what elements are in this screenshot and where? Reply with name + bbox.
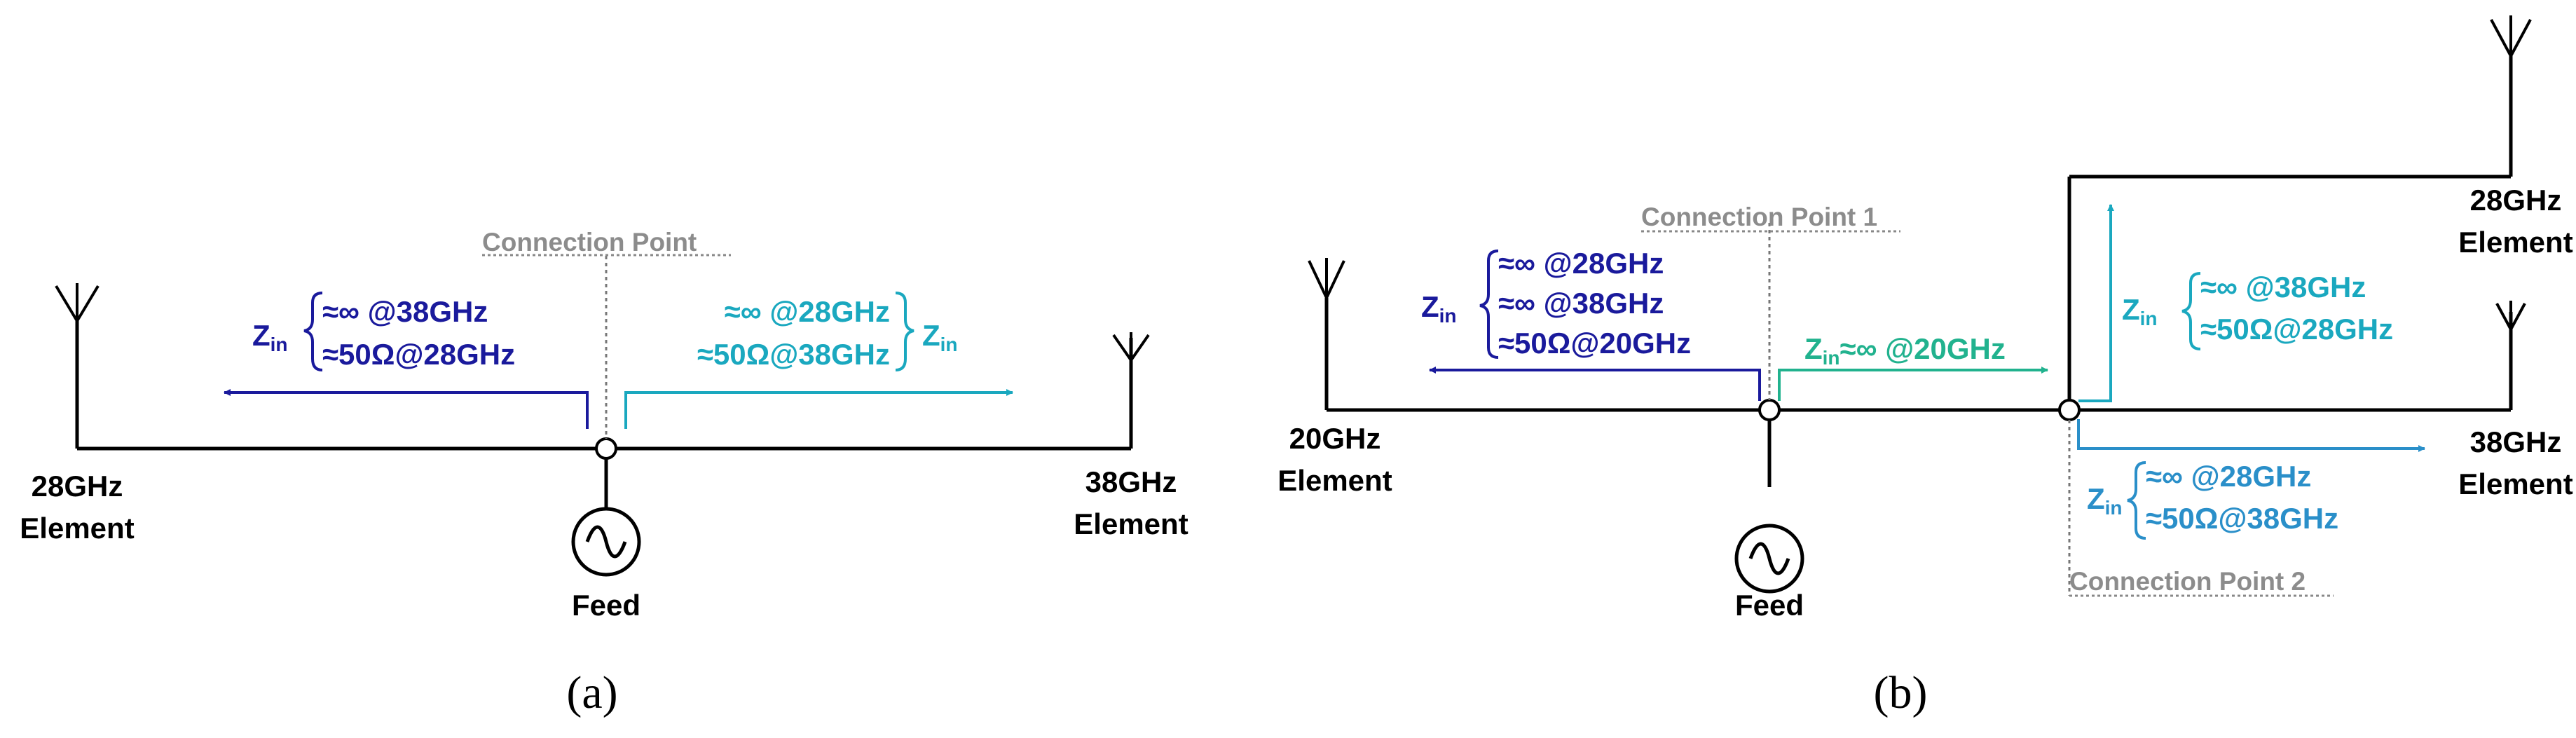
- zin-sub: in: [940, 334, 958, 355]
- zin-sub: in: [2140, 308, 2158, 329]
- left-element-word: Element: [1277, 464, 1392, 497]
- arrow-icon: [2077, 419, 2425, 452]
- right-zin-line1: ≈∞ @28GHz: [725, 295, 890, 328]
- zin-z: Z: [2087, 482, 2105, 515]
- panel-a-caption: (a): [566, 667, 617, 718]
- arrow-icon: [624, 389, 1013, 429]
- zin-z: Z: [1804, 332, 1823, 365]
- connection-point-1-label: Connection Point 1: [1641, 203, 1877, 231]
- antenna-icon: [55, 283, 100, 322]
- svg-text:Zin: Zin: [2087, 482, 2123, 519]
- lower-zin-line2: ≈50Ω@38GHz: [2146, 502, 2338, 535]
- node-circle-icon: [1758, 399, 1781, 421]
- left-zin-label: Zin: [1421, 290, 1457, 327]
- upper-zin-label: Zin: [2122, 293, 2158, 329]
- feed-label: Feed: [1735, 589, 1804, 622]
- zin-z: Z: [2122, 293, 2140, 326]
- brace-icon: [1479, 250, 1499, 359]
- ac-source-icon: [1734, 524, 1804, 594]
- node-circle-icon: [595, 437, 617, 460]
- right-element-freq: 38GHz: [1085, 465, 1177, 498]
- lower-zin-label: Zin: [2087, 482, 2123, 519]
- brace-icon: [895, 292, 914, 371]
- connection-point-2-label: Connection Point 2: [2069, 567, 2306, 596]
- antenna-icon: [2495, 301, 2526, 330]
- svg-text:Zin: Zin: [922, 319, 958, 355]
- mid-zin-text: ≈∞ @20GHz: [1840, 332, 2006, 365]
- zin-z: Z: [252, 319, 270, 352]
- zin-z: Z: [1421, 290, 1439, 323]
- svg-text:Zin: Zin: [2122, 293, 2158, 329]
- panel-a-wires: [75, 321, 1133, 508]
- zin-sub: in: [1823, 347, 1840, 369]
- feed-label: Feed: [572, 589, 640, 622]
- left-zin-line1: ≈∞ @28GHz: [1498, 247, 1664, 280]
- bottom-right-element-word: Element: [2458, 467, 2572, 500]
- lower-zin-line1: ≈∞ @28GHz: [2146, 460, 2311, 493]
- antenna-icon: [2490, 15, 2532, 57]
- node-circle-icon: [2058, 399, 2081, 421]
- left-zin-line2: ≈∞ @38GHz: [1498, 287, 1664, 320]
- brace-icon: [2127, 461, 2146, 540]
- upper-zin-line2: ≈50Ω@28GHz: [2200, 313, 2393, 346]
- zin-z: Z: [922, 319, 940, 352]
- left-zin-line2: ≈50Ω@28GHz: [322, 338, 515, 371]
- brace-icon: [2181, 272, 2201, 350]
- connection-point-label: Connection Point: [482, 228, 697, 257]
- panel-b-caption: (b): [1874, 667, 1928, 718]
- right-zin-line2: ≈50Ω@38GHz: [697, 338, 890, 371]
- antenna-icon: [1112, 332, 1150, 362]
- ac-source-icon: [571, 507, 641, 577]
- upper-zin-line1: ≈∞ @38GHz: [2200, 271, 2366, 303]
- svg-text:Zin: Zin: [252, 319, 288, 355]
- right-element-word: Element: [1074, 507, 1188, 540]
- brace-icon: [303, 292, 323, 371]
- mid-zin-label: Zin≈∞ @20GHz: [1804, 332, 2006, 369]
- zin-sub: in: [1439, 305, 1457, 327]
- arrow-icon: [1429, 367, 1761, 401]
- left-element-freq: 28GHz: [32, 470, 123, 503]
- zin-sub: in: [270, 334, 288, 355]
- svg-text:Zin: Zin: [1421, 290, 1457, 327]
- left-zin-line3: ≈50Ω@20GHz: [1498, 327, 1691, 360]
- arrow-icon: [2078, 204, 2114, 402]
- arrow-icon: [224, 389, 589, 429]
- right-zin-label: Zin: [922, 319, 958, 355]
- left-element-freq: 20GHz: [1289, 422, 1381, 455]
- zin-sub: in: [2105, 497, 2123, 519]
- top-right-element-freq: 28GHz: [2470, 184, 2562, 217]
- top-right-element-word: Element: [2458, 226, 2572, 259]
- panel-a: Connection Point Zin ≈∞ @38GHz ≈50Ω@28GH…: [20, 228, 1188, 718]
- arrow-icon: [1778, 367, 2048, 401]
- left-element-word: Element: [20, 512, 134, 545]
- bottom-right-element-freq: 38GHz: [2470, 425, 2562, 458]
- left-zin-line1: ≈∞ @38GHz: [322, 295, 488, 328]
- panel-b: Connection Point 1 Connection Point 2 Zi…: [1277, 15, 2573, 718]
- left-zin-label: Zin: [252, 319, 288, 355]
- panel-b-wires: [1324, 56, 2513, 487]
- antenna-icon: [1308, 258, 1345, 299]
